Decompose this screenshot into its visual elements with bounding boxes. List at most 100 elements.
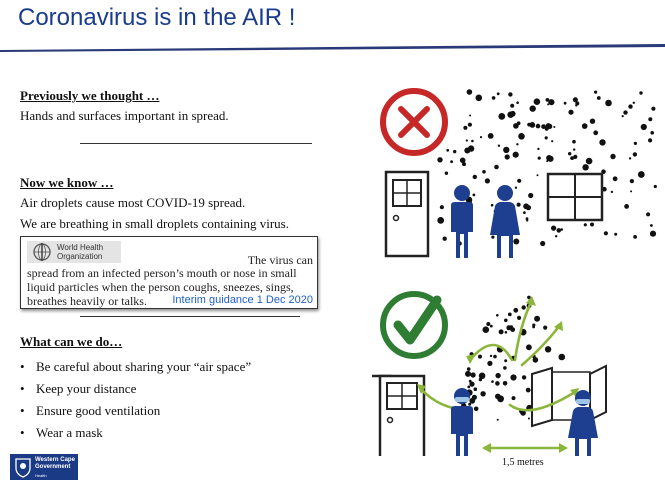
divider-1 xyxy=(80,143,312,144)
droplet-dot xyxy=(473,387,478,392)
droplet-dot xyxy=(540,240,546,247)
droplet-dot xyxy=(466,367,471,371)
droplet-dot xyxy=(630,190,633,193)
droplet-dot xyxy=(568,152,572,156)
droplet-dot xyxy=(651,106,656,111)
droplet-dot xyxy=(648,117,653,122)
droplet-dot xyxy=(495,393,501,400)
logo-line2: Government xyxy=(35,463,71,470)
droplet-dot xyxy=(491,235,495,239)
droplet-dot xyxy=(446,148,450,152)
list-item: Ensure good ventilation xyxy=(20,400,251,422)
title-underline xyxy=(0,44,665,52)
droplet-dot xyxy=(462,162,466,167)
droplet-dot xyxy=(624,204,629,209)
droplet-dot xyxy=(467,122,472,127)
droplet-dot xyxy=(570,156,574,161)
droplet-dot xyxy=(507,111,514,118)
droplet-dot xyxy=(478,354,482,359)
droplet-dot xyxy=(568,109,574,115)
logo-line3: Health xyxy=(35,473,47,478)
droplet-dot xyxy=(605,99,612,107)
droplet-dot xyxy=(603,231,609,236)
who-org-line2: Organization xyxy=(57,252,103,261)
droplet-dot xyxy=(504,154,510,160)
droplet-dot xyxy=(590,222,594,227)
droplet-dot xyxy=(594,90,598,94)
droplet-dot xyxy=(653,184,657,189)
divider-2 xyxy=(80,316,300,317)
droplet-dot xyxy=(518,133,525,140)
window-icon xyxy=(531,364,607,428)
droplet-dot xyxy=(513,307,519,313)
droplet-dot xyxy=(628,157,632,160)
droplet-dot xyxy=(623,110,628,115)
droplet-dot xyxy=(463,125,468,130)
droplet-dot xyxy=(484,178,490,184)
check-circle-icon xyxy=(380,291,448,359)
droplet-dot xyxy=(497,144,501,147)
droplet-dot xyxy=(479,136,483,139)
droplet-dot xyxy=(563,101,567,105)
droplet-dot xyxy=(480,391,486,397)
droplet-dot xyxy=(599,139,606,146)
droplet-dot xyxy=(545,123,551,129)
droplet-dot xyxy=(646,212,651,217)
droplet-dot xyxy=(513,123,519,129)
droplet-dot xyxy=(639,91,643,95)
droplet-dot xyxy=(495,372,501,379)
droplet-dot xyxy=(516,202,521,207)
droplet-dot xyxy=(453,149,457,154)
droplet-dot xyxy=(560,228,563,231)
droplet-dot xyxy=(467,385,471,389)
door-icon xyxy=(378,374,426,456)
droplet-dot xyxy=(450,160,453,164)
droplet-dot xyxy=(470,372,476,378)
droplet-dot xyxy=(526,219,529,222)
droplet-dot xyxy=(510,374,517,381)
droplet-dot xyxy=(612,176,618,182)
window-icon xyxy=(546,172,604,222)
droplet-dot xyxy=(465,139,468,142)
droplet-dot xyxy=(504,318,508,323)
droplet-dot xyxy=(459,157,466,164)
droplet-dot xyxy=(487,133,494,139)
door-icon xyxy=(384,170,430,258)
droplet-dot xyxy=(516,143,519,146)
droplet-dot xyxy=(650,131,654,135)
previously-heading: Previously we thought … xyxy=(20,88,160,103)
who-source-label: Interim guidance 1 Dec 2020 xyxy=(172,294,313,306)
droplet-dot xyxy=(489,354,493,358)
droplet-dot xyxy=(504,359,508,363)
droplet-dot xyxy=(610,153,616,160)
slide-title: Coronavirus is in the AIR ! xyxy=(18,4,296,31)
coat-of-arms-icon xyxy=(15,458,31,478)
droplet-dot xyxy=(475,94,483,102)
person-icon xyxy=(490,185,520,258)
droplet-dot xyxy=(543,325,548,330)
droplet-dot xyxy=(551,225,557,231)
droplet-dot xyxy=(640,123,647,131)
droplet-dot xyxy=(472,174,477,180)
droplet-dot xyxy=(558,353,566,361)
droplet-dot xyxy=(650,224,653,227)
droplet-dot xyxy=(621,115,624,118)
droplet-dot xyxy=(628,104,633,109)
droplet-dot xyxy=(496,418,499,421)
droplet-dot xyxy=(581,123,588,129)
who-quote-line3: liquid particles when the person coughs,… xyxy=(27,280,294,294)
person-icon xyxy=(451,388,473,456)
droplet-dot xyxy=(525,387,531,393)
droplet-dot xyxy=(537,147,540,151)
droplet-dot xyxy=(544,346,552,353)
droplet-dot xyxy=(572,139,576,144)
droplet-dot xyxy=(493,354,497,359)
droplet-dot xyxy=(629,179,635,184)
what-heading: What can we do… xyxy=(20,334,123,349)
droplet-dot xyxy=(437,217,445,224)
droplet-dot xyxy=(596,96,601,100)
droplet-dot xyxy=(521,375,527,380)
droplet-dot xyxy=(582,164,589,171)
droplet-dot xyxy=(583,223,587,227)
droplet-dot xyxy=(469,114,472,117)
